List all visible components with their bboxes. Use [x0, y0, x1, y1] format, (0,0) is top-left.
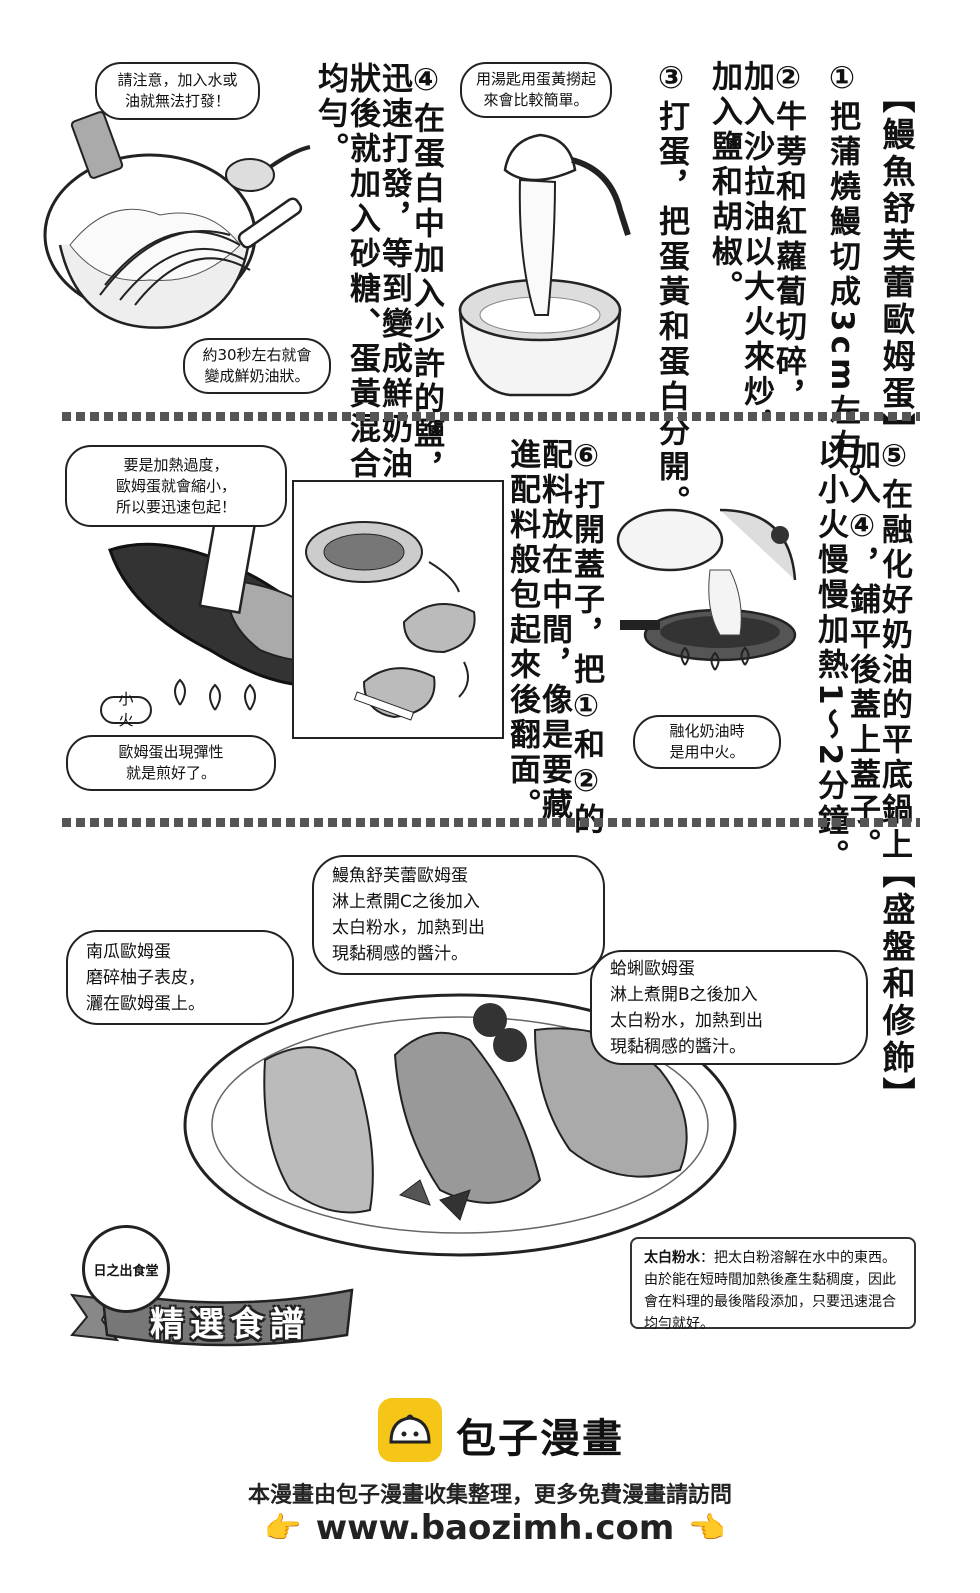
pointer-left-icon: 👈 — [688, 1510, 726, 1546]
section-divider-2 — [62, 818, 920, 827]
folding-steps-panel — [292, 480, 504, 739]
step-2-text-a: ②牛蒡和紅蘿蔔切碎， — [770, 60, 806, 415]
footer-url-row: 👉 www.baozimh.com 👈 — [264, 1508, 725, 1548]
low-fire-label: 小火 — [100, 690, 152, 729]
note-term: 太白粉水 — [644, 1250, 700, 1266]
folding-steps-drawing — [305, 521, 476, 721]
whisk-bowl-illustration — [43, 111, 311, 329]
pumpkin-omelette-bubble: 南瓜歐姆蛋 磨碎柚子表皮， 灑在歐姆蛋上。 — [66, 930, 294, 1025]
step-6-text-c: 進配料般包起來後翻面。 — [504, 438, 540, 823]
pointer-right-icon: 👉 — [264, 1510, 302, 1546]
step-4-text-a: ④在蛋白中加入少許的鹽， — [408, 62, 444, 487]
plating-heading: 【盛盤和修飾】 — [877, 855, 916, 1114]
footer-notice: 本漫畫由包子漫畫收集整理，更多免費漫畫請訪問 — [247, 1483, 732, 1508]
overheat-warning-bubble: 要是加熱過度， 歐姆蛋就會縮小， 所以要迅速包起！ — [65, 445, 287, 527]
section-divider-1 — [62, 412, 920, 421]
step-1-text: ①把蒲燒鰻切成3cm左右。 — [824, 60, 860, 500]
clam-omelette-bubble: 蛤蜊歐姆蛋 淋上煮開B之後加入 太白粉水，加熱到出 現黏稠感的醬汁。 — [590, 950, 868, 1065]
warning-bubble: 請注意，加入水或 油就無法打發！ — [95, 62, 260, 120]
step-3-text: ③打蛋，把蛋黃和蛋白分開。 — [653, 60, 689, 520]
brand-logo-icon — [378, 1398, 442, 1462]
pan-with-lid-illustration — [616, 508, 797, 671]
recipe-heading: 【鰻魚舒芙蕾歐姆蛋】 — [877, 80, 916, 450]
step-5-text-b: 加入④，鋪平後蓋上蓋子。 — [844, 438, 880, 863]
note-body: ：把太白粉溶解在水中的東西。由於能在短時間加熱後產生黏稠度，因此會在料理的最後階… — [644, 1250, 896, 1332]
step-6-text-b: 配料放在中間，像是要藏 — [536, 438, 572, 823]
egg-cup-illustration — [458, 133, 631, 397]
spoon-tip-bubble: 用湯匙用蛋黃撈起 來會比較簡單。 — [460, 62, 612, 118]
plate-illustration — [183, 993, 737, 1257]
step-5-text-c: 以小火慢慢加熱1～2分鐘。 — [812, 438, 848, 875]
step-5-text-a: ⑤在融化好奶油的平底鍋上 — [876, 438, 912, 863]
omelette-done-bubble: 歐姆蛋出現彈性 就是煎好了。 — [66, 735, 276, 791]
step-6-text-a: ⑥打開蓋子，把①和②的 — [568, 438, 604, 838]
diner-badge: 日之出食堂 — [82, 1225, 170, 1313]
eel-omelette-bubble: 鰻魚舒芙蕾歐姆蛋 淋上煮開C之後加入 太白粉水，加熱到出 現黏稠感的醬汁。 — [312, 855, 605, 975]
bun-icon — [389, 1414, 431, 1444]
site-url-link[interactable]: www.baozimh.com — [315, 1508, 675, 1548]
medium-fire-bubble: 融化奶油時 是用中火。 — [633, 715, 781, 769]
potato-starch-note: 太白粉水：把太白粉溶解在水中的東西。由於能在短時間加熱後產生黏稠度，因此會在料理… — [630, 1237, 916, 1332]
thirty-seconds-bubble: 約30秒左右就會 變成鮮奶油狀。 — [183, 338, 331, 394]
featured-recipe-title: 精選食譜 — [150, 1305, 310, 1345]
step-4-text-d: 均勻。 — [312, 62, 348, 167]
brand-name: 包子漫畫 — [456, 1416, 624, 1462]
step-2-text-b: 加入沙拉油以大火來炒， — [738, 60, 774, 445]
step-2-text-c: 加入鹽和胡椒。 — [706, 60, 742, 305]
